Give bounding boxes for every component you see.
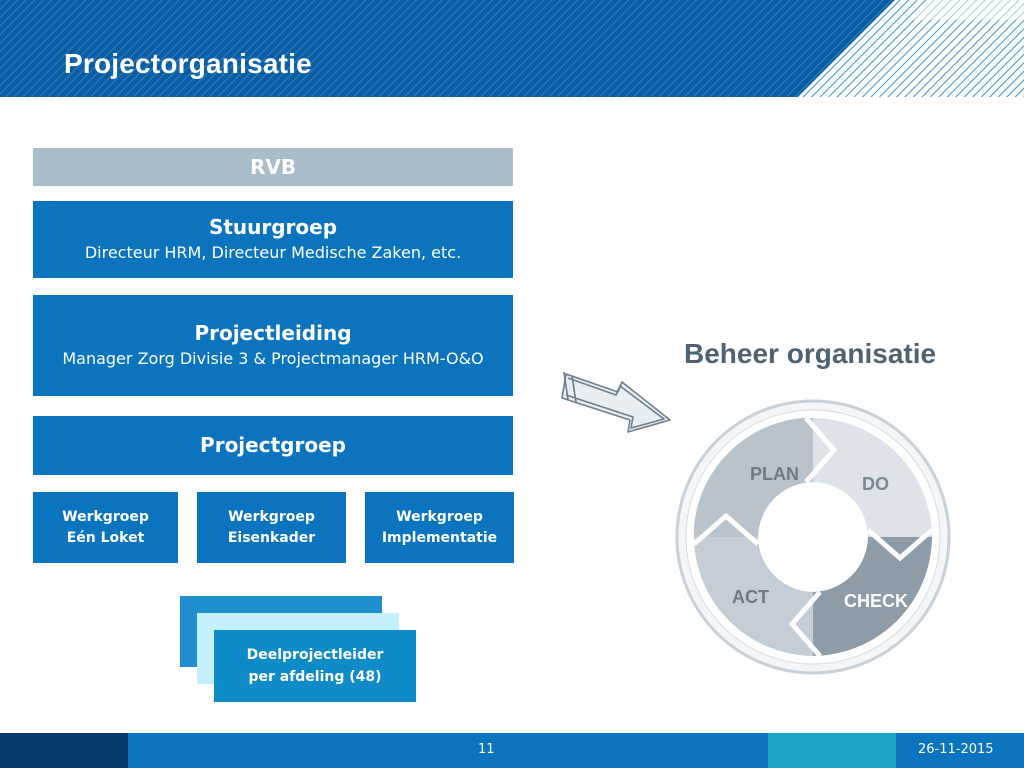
deelprojectleider-line1: Deelprojectleider — [246, 647, 384, 663]
pdca-label-check: CHECK — [844, 591, 908, 611]
werkgroep-name: Eén Loket — [66, 529, 145, 546]
projectleiding-title: Projectleiding — [194, 321, 352, 345]
pdca-segment-plan — [694, 418, 813, 537]
slide-header: Projectorganisatie — [0, 0, 1024, 97]
beheer-title: Beheer organisatie — [684, 338, 937, 369]
werkgroep-name: Implementatie — [381, 529, 498, 546]
pdca-center — [759, 483, 867, 591]
werkgroep-label: Werkgroep — [62, 508, 149, 525]
stuurgroep-subtitle: Directeur HRM, Directeur Medische Zaken,… — [84, 243, 462, 262]
projectleiding-box: Projectleiding Manager Zorg Divisie 3 & … — [33, 295, 513, 396]
footer-segment — [768, 733, 896, 768]
page-number: 11 — [478, 742, 495, 757]
slide-footer: 11 26-11-2015 — [0, 733, 1024, 768]
footer-segment — [896, 733, 1024, 768]
pdca-label-do: DO — [862, 474, 889, 494]
werkgroep-label: Werkgroep — [228, 508, 315, 525]
pdca-segment-check — [813, 537, 932, 656]
rvb-box: RVB — [33, 148, 513, 186]
pdca-cycle: PLAN DO CHECK ACT — [675, 399, 951, 675]
footer-segment — [0, 733, 128, 768]
deelprojectleider-box: Deelprojectleider per afdeling (48) — [214, 630, 416, 702]
projectgroep-box: Projectgroep — [33, 416, 513, 475]
werkgroep-name: Eisenkader — [227, 529, 316, 546]
sketch-arrow-icon — [561, 371, 671, 433]
werkgroep-label: Werkgroep — [396, 508, 483, 525]
header-background — [0, 0, 1024, 97]
slide-title: Projectorganisatie — [64, 48, 312, 79]
werkgroep-implementatie: Werkgroep Implementatie — [365, 492, 514, 563]
deelprojectleider-line2: per afdeling (48) — [248, 669, 382, 685]
stuurgroep-title: Stuurgroep — [208, 215, 338, 239]
pdca-segment-act — [694, 537, 813, 656]
slide-date: 26-11-2015 — [918, 742, 994, 757]
footer-segment — [128, 733, 768, 768]
pdca-label-plan: PLAN — [750, 464, 799, 484]
werkgroep-een-loket: Werkgroep Eén Loket — [33, 492, 178, 563]
projectgroep-title: Projectgroep — [200, 433, 346, 457]
pdca-segment-do — [813, 418, 932, 537]
projectleiding-subtitle: Manager Zorg Divisie 3 & Projectmanager … — [62, 349, 484, 368]
stuurgroep-box: Stuurgroep Directeur HRM, Directeur Medi… — [33, 201, 513, 278]
werkgroep-eisenkader: Werkgroep Eisenkader — [197, 492, 346, 563]
pdca-label-act: ACT — [732, 587, 769, 607]
